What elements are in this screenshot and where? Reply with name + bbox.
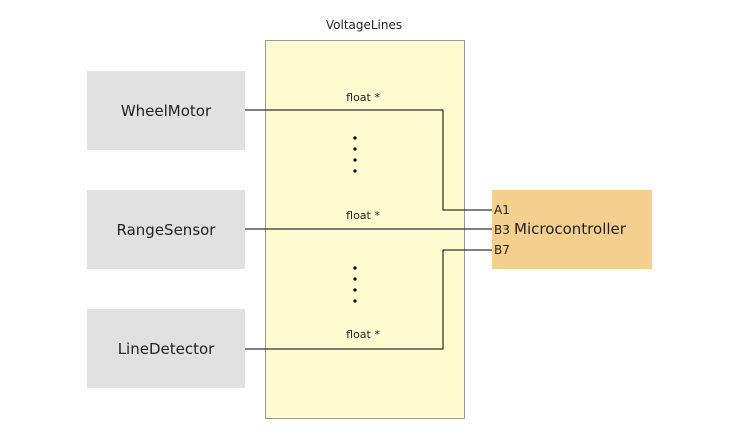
pin-b7-label: B7 <box>494 243 510 257</box>
component-range-sensor: RangeSensor <box>87 190 245 269</box>
ellipsis-dot <box>353 299 357 303</box>
pin-b3-label: B3 <box>494 223 510 237</box>
component-line-detector: LineDetector <box>87 309 245 388</box>
ellipsis-dot <box>353 288 357 292</box>
ellipsis-dot <box>353 147 357 151</box>
wire-type-label: float * <box>346 209 380 222</box>
microcontroller-label: Microcontroller <box>514 220 626 238</box>
ellipsis-lower <box>353 266 357 303</box>
pin-a1-label: A1 <box>494 203 510 217</box>
wire-wheel-motor-a1 <box>245 109 492 211</box>
ellipsis-dot <box>353 277 357 281</box>
component-label: LineDetector <box>117 339 215 358</box>
ellipsis-dot <box>353 266 357 270</box>
bus-title: VoltageLines <box>325 18 403 32</box>
component-label: WheelMotor <box>120 101 212 120</box>
ellipsis-dot <box>353 158 357 162</box>
component-wheel-motor: WheelMotor <box>87 71 245 150</box>
ellipsis-dot <box>353 136 357 140</box>
wire-type-label: float * <box>346 91 380 104</box>
wire-line-detector-b7 <box>245 249 492 350</box>
ellipsis-dot <box>353 169 357 173</box>
ellipsis-upper <box>353 136 357 173</box>
microcontroller-box <box>492 190 652 269</box>
wire-type-label: float * <box>346 328 380 341</box>
component-label: RangeSensor <box>116 220 216 239</box>
